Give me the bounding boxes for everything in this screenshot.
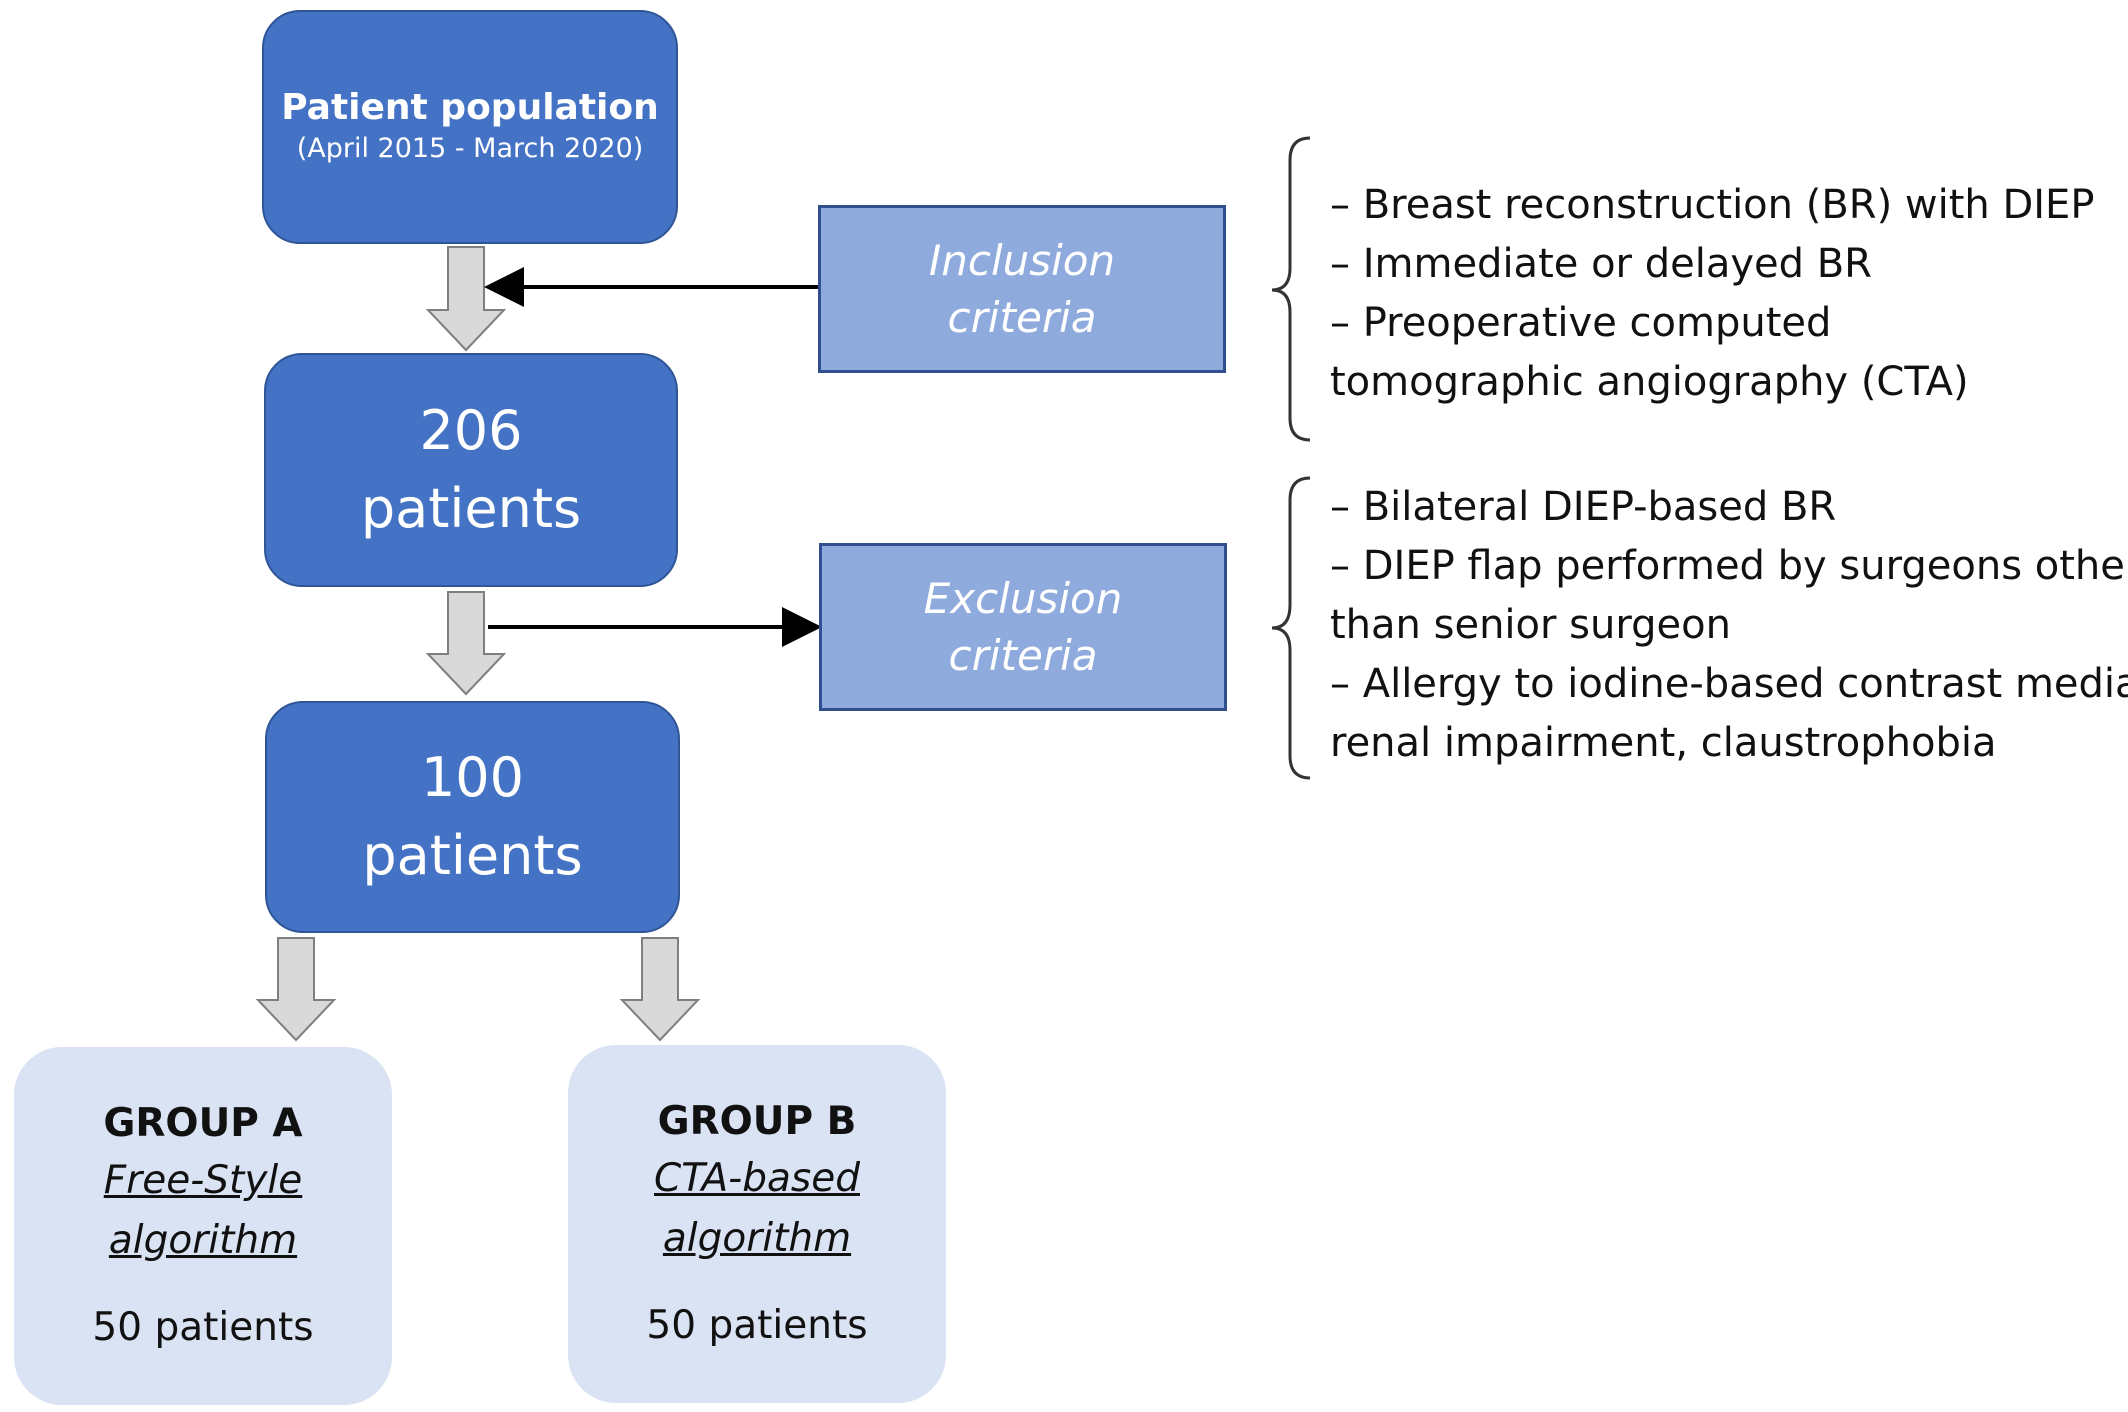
exclusion-label-line2: criteria: [948, 631, 1098, 680]
inclusion-item: – Immediate or delayed BR: [1330, 241, 1872, 287]
inclusion-criteria-list: – Breast reconstruction (BR) with DIEP –…: [1330, 176, 2094, 412]
patient-population-box: Patient population (April 2015 - March 2…: [262, 10, 678, 244]
group-b-box: GROUP B CTA-based algorithm 50 patients: [568, 1045, 946, 1403]
exclusion-criteria-box: Exclusion criteria: [819, 543, 1227, 711]
group-b-title: GROUP B: [657, 1099, 857, 1144]
stage-206-box: 206 patients: [264, 353, 678, 587]
group-a-box: GROUP A Free-Style algorithm 50 patients: [14, 1047, 392, 1405]
inclusion-brace: [1271, 136, 1311, 442]
group-a-algorithm-line1: Free-Style: [103, 1158, 303, 1203]
exclusion-item: than senior surgeon: [1330, 602, 1731, 648]
exclusion-item: – Bilateral DIEP-based BR: [1330, 484, 1837, 530]
group-b-algorithm-line1: CTA-based: [654, 1156, 860, 1201]
stage-206-count: 206: [419, 399, 523, 462]
group-a-count: 50 patients: [92, 1305, 314, 1350]
down-arrow-group-a: [255, 937, 337, 1042]
stage-100-box: 100 patients: [265, 701, 680, 933]
patient-population-title: Patient population: [281, 87, 659, 128]
inclusion-item: tomographic angiography (CTA): [1330, 359, 1969, 405]
group-a-algorithm-line2: algorithm: [108, 1218, 298, 1263]
exclusion-label-line1: Exclusion: [923, 574, 1123, 623]
stage-100-unit: patients: [362, 824, 583, 887]
patient-population-subtitle: (April 2015 - March 2020): [296, 133, 644, 164]
inclusion-label-line1: Inclusion: [928, 236, 1116, 285]
exclusion-criteria-list: – Bilateral DIEP-based BR – DIEP flap pe…: [1330, 478, 2128, 773]
exclusion-brace: [1271, 476, 1311, 780]
group-b-count: 50 patients: [646, 1303, 868, 1348]
exclusion-item: – DIEP flap performed by surgeons other: [1330, 543, 2128, 589]
inclusion-item: – Preoperative computed: [1330, 300, 1832, 346]
down-arrow-group-b: [619, 937, 701, 1042]
exclusion-item: – Allergy to iodine-based contrast media…: [1330, 661, 2128, 707]
inclusion-criteria-box: Inclusion criteria: [818, 205, 1226, 373]
down-arrow-1: [425, 246, 507, 352]
stage-100-count: 100: [420, 746, 525, 809]
exclusion-item: renal impairment, claustrophobia: [1330, 720, 1997, 766]
inclusion-item: – Breast reconstruction (BR) with DIEP: [1330, 182, 2095, 228]
down-arrow-2: [425, 591, 507, 696]
group-b-algorithm-line2: algorithm: [662, 1216, 852, 1261]
inclusion-label-line2: criteria: [947, 293, 1097, 342]
group-a-title: GROUP A: [103, 1101, 303, 1146]
stage-206-unit: patients: [360, 477, 582, 540]
